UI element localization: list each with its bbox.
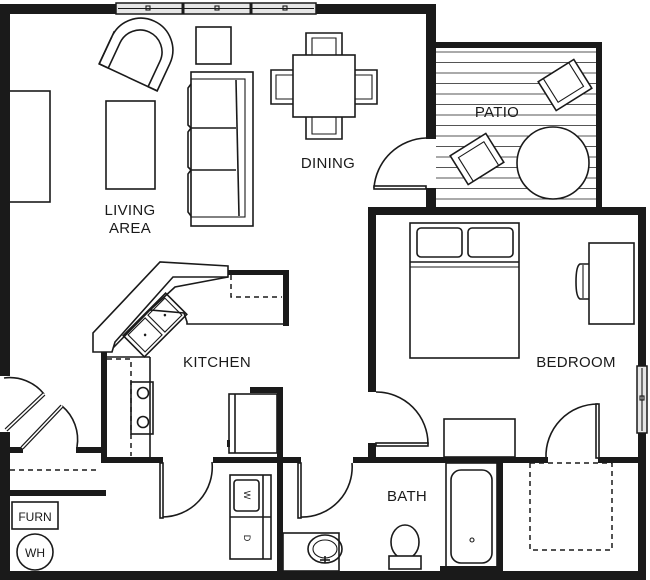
stove (130, 381, 154, 435)
bed (409, 222, 520, 359)
armchair (98, 17, 174, 92)
bathroom-sink (307, 534, 343, 564)
utility-closet: FURN WH (10, 469, 100, 571)
bedroom-furniture (409, 222, 635, 551)
dining-chair (305, 32, 343, 55)
wall-top-left (0, 4, 118, 14)
patio-wall-right (596, 42, 602, 210)
furnace (11, 501, 59, 530)
wall-entry-closet-left (8, 447, 23, 453)
wall-left-upper (0, 4, 10, 376)
closet-shelf (529, 462, 613, 551)
wall-dining-patio-lower (426, 188, 436, 210)
window-top (115, 2, 317, 15)
refrigerator (227, 393, 278, 454)
wall-right-upper (638, 207, 646, 367)
washer-label: W (242, 491, 252, 500)
living-furniture (8, 17, 254, 227)
wall-laundry-bath (277, 457, 283, 577)
wall-top-right (316, 4, 436, 14)
dresser (443, 418, 516, 458)
wall-right-lower (638, 432, 646, 580)
wall-left-lower (0, 432, 10, 580)
wall-closet-top-right (598, 457, 642, 463)
dining-chair (270, 69, 293, 105)
patio-table (516, 126, 590, 200)
room-label-kitchen: KITCHEN (183, 354, 251, 371)
dining-set (270, 32, 378, 140)
pillow (416, 227, 463, 258)
vanity (282, 532, 340, 572)
water-heater-label: WH (25, 546, 45, 560)
bath-fixtures (282, 462, 500, 572)
wall-hall-top-left (101, 457, 163, 463)
wall-bath-top (353, 457, 548, 463)
room-label-dining: DINING (301, 155, 355, 172)
kitchen-fixtures (92, 261, 288, 458)
wall-fridge-top (250, 387, 283, 393)
pillow (467, 227, 514, 258)
interior-walls (8, 270, 642, 577)
bedroom-door (375, 391, 429, 447)
room-label-bath: BATH (387, 488, 427, 505)
wall-bedroom-left (368, 207, 376, 392)
entry-door (3, 376, 79, 450)
laundry: W D (229, 474, 272, 560)
wall-kitchen-right (283, 270, 289, 326)
patio-chair (537, 58, 593, 112)
toilet (388, 524, 422, 570)
wall-dining-patio-upper (426, 4, 436, 139)
wall-closet-bottom (8, 490, 106, 496)
windows (115, 2, 648, 434)
wall-hall-top-right (213, 457, 301, 463)
bath-door (297, 462, 353, 519)
window-bedroom (636, 365, 648, 434)
room-label-bedroom: BEDROOM (536, 354, 616, 371)
kitchen-counter (92, 261, 229, 353)
exterior-walls (0, 4, 646, 580)
end-table (195, 26, 232, 65)
patio-furniture (449, 58, 593, 200)
kitchen-sink (122, 292, 188, 358)
doors (3, 137, 600, 519)
laundry-door (159, 461, 214, 519)
wall-kitchen-left (101, 348, 107, 460)
room-label-living-2: AREA (109, 220, 151, 237)
coffee-table (105, 100, 156, 190)
dryer-label: D (242, 535, 252, 542)
wall-entry-closet-right (76, 447, 106, 453)
closet-door (545, 403, 600, 459)
furnace-label: FURN (18, 510, 51, 524)
water-heater (16, 533, 54, 571)
dining-chair (305, 117, 343, 140)
patio-wall-top (436, 42, 602, 48)
wall-bath-closet (497, 461, 503, 577)
dining-chair (355, 69, 378, 105)
room-labels: LIVING AREA DINING PATIO KITCHEN BEDROOM… (105, 104, 616, 505)
desk (575, 242, 635, 325)
washer (233, 479, 260, 512)
patio-door (373, 137, 427, 190)
tv-console (8, 90, 51, 203)
sofa (187, 71, 254, 227)
dining-table (292, 54, 356, 118)
wall-fridge-right (277, 387, 283, 517)
room-label-patio: PATIO (475, 104, 519, 121)
wall-kitchen-top (226, 270, 288, 275)
bathtub (440, 462, 500, 571)
wall-bottom (0, 571, 646, 580)
wall-bedroom-top (368, 207, 646, 215)
wall-bedroom-left-low (368, 443, 376, 457)
room-label-living: LIVING (105, 202, 156, 219)
patio-chair (449, 132, 505, 186)
